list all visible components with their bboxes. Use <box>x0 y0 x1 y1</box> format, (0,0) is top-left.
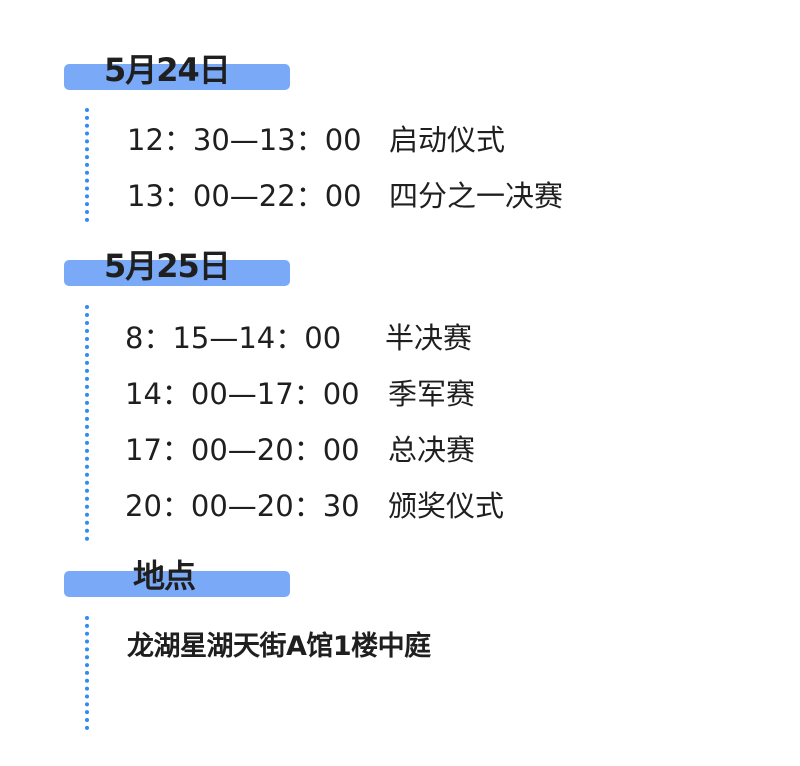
day1-title: 5月24日 <box>104 51 231 89</box>
schedule-event: 半决赛 <box>385 321 473 355</box>
day2-row-1: 8：15—14：00 半决赛 <box>125 320 472 356</box>
venue-title: 地点 <box>133 557 196 595</box>
schedule-time: 17：00—20：00 <box>125 433 360 467</box>
day2-row-4: 20：00—20：30 颁奖仪式 <box>125 488 504 524</box>
day1-timeline-dots <box>85 108 93 222</box>
venue-header-bar <box>64 571 290 597</box>
day2-row-3: 17：00—20：00 总决赛 <box>125 432 475 468</box>
day1-row-2: 13：00—22：00 四分之一决赛 <box>127 178 563 214</box>
schedule-time: 8：15—14：00 <box>125 321 342 355</box>
schedule-time: 12：30—13：00 <box>127 123 362 157</box>
venue-timeline-dots <box>85 616 93 730</box>
day2-timeline-dots <box>85 305 93 541</box>
day1-header-bar <box>64 64 290 90</box>
venue-address: 龙湖星湖天街A馆1楼中庭 <box>127 631 431 662</box>
day2-header-bar <box>64 260 290 286</box>
schedule-event: 总决赛 <box>388 433 476 467</box>
schedule-event: 启动仪式 <box>389 123 506 157</box>
schedule-event: 颁奖仪式 <box>388 489 505 523</box>
schedule-event: 四分之一决赛 <box>389 179 564 213</box>
schedule-time: 14：00—17：00 <box>125 377 360 411</box>
schedule-event: 季军赛 <box>388 377 476 411</box>
schedule-time: 13：00—22：00 <box>127 179 362 213</box>
day2-row-2: 14：00—17：00 季军赛 <box>125 376 475 412</box>
schedule-time: 20：00—20：30 <box>125 489 360 523</box>
day1-row-1: 12：30—13：00 启动仪式 <box>127 122 505 158</box>
day2-title: 5月25日 <box>104 247 231 285</box>
